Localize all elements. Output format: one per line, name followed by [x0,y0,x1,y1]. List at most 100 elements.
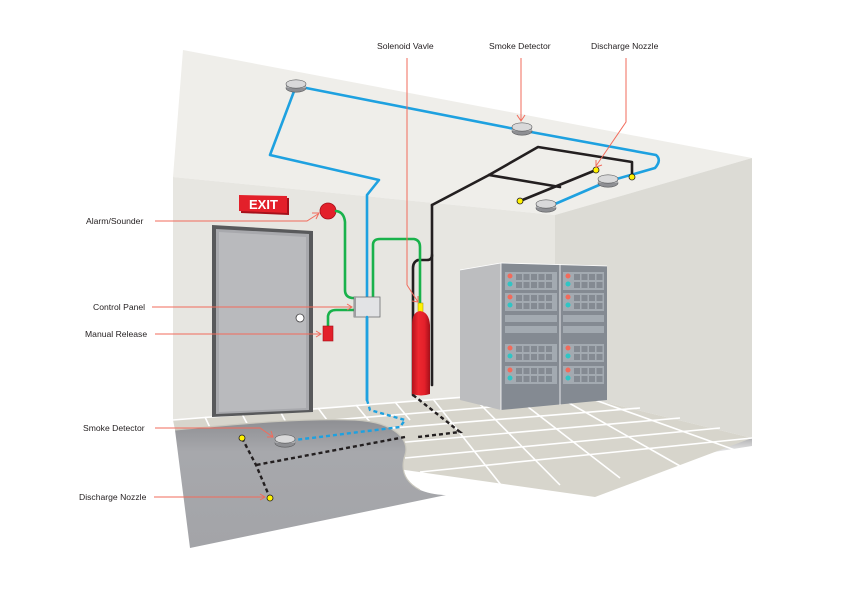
rack-slot [516,295,522,301]
rack-slot [516,376,522,382]
rack-led [565,367,571,373]
ceiling-nozzle-1 [592,166,600,174]
rack-slot [574,303,580,309]
peeled-floor-edge [174,419,421,491]
rack-slot [581,376,588,382]
exit-sign-text: EXIT [249,197,278,212]
tiled-floor [173,390,752,497]
rack-slot [546,376,552,382]
rack-slot [538,368,545,374]
labels: Solenoid Vavle Smoke Detector Discharge … [79,41,659,502]
rack-slot [574,295,580,301]
rack-slot [596,354,603,360]
rack-slot [531,376,537,382]
rack-slot [523,346,530,352]
ceiling-nozzle-2 [628,173,636,181]
rack-led [507,294,513,300]
rack-slot [589,346,595,352]
rack-led [507,345,513,351]
rack-led [565,375,571,381]
rack-slot [574,376,580,382]
rack-slot [589,295,595,301]
rack-slot [596,368,603,374]
rack-slot [516,282,522,288]
server-rack-units [505,272,604,384]
ceiling-smoke-detector-4 [535,199,557,213]
label-control-panel: Control Panel [93,302,145,312]
door-knob [295,313,305,323]
rack-slot [516,346,522,352]
rack-led [507,367,513,373]
rack-slot [523,376,530,382]
rack-slot [589,376,595,382]
rack-slot [574,274,580,280]
rack-slot [589,368,595,374]
rack-slot [531,282,537,288]
rack-slot [531,274,537,280]
rack-slot [538,376,545,382]
rack-slot [538,274,545,280]
rack-blank-panel [505,315,557,322]
rack-slot [516,368,522,374]
rack-slot [516,303,522,309]
label-discharge-nozzle-floor: Discharge Nozzle [79,492,147,502]
rack-slot [596,282,603,288]
rack-led [507,375,513,381]
rack-slot [589,282,595,288]
rack-slot [589,303,595,309]
rack-slot [581,282,588,288]
rack-slot [523,303,530,309]
rack-slot [581,303,588,309]
floor-nozzle-1 [238,434,246,442]
subfloor-cutaway [175,419,446,548]
rack-slot [581,354,588,360]
rack-slot [574,354,580,360]
rack-slot [523,354,530,360]
rack-slot [546,368,552,374]
rack-slot [596,295,603,301]
rack-led [565,294,571,300]
rack-slot [538,346,545,352]
rack-slot [538,295,545,301]
manual-release [322,325,334,342]
rack-slot [523,295,530,301]
rack-led [507,353,513,359]
rack-slot [546,282,552,288]
rack-slot [546,303,552,309]
rack-slot [538,354,545,360]
rack-slot [546,295,552,301]
floor-smoke-detector [274,434,296,448]
floor-nozzle-2 [266,494,274,502]
label-discharge-nozzle-ceiling: Discharge Nozzle [591,41,659,51]
rack-slot [546,354,552,360]
rack-slot [574,346,580,352]
rack-slot [581,346,588,352]
rack-slot [546,346,552,352]
alarm-sounder [319,202,337,220]
rack-led [565,302,571,308]
rack-slot [574,282,580,288]
rack-slot [581,274,588,280]
rack-slot [531,346,537,352]
rack-slot [596,274,603,280]
rack-slot [531,354,537,360]
rack-slot [589,274,595,280]
ceiling-smoke-detector-2 [511,122,533,136]
rack-slot [581,368,588,374]
rack-slot [523,368,530,374]
rack-slot [523,274,530,280]
exit-sign: EXIT [239,195,289,215]
rack-slot [581,295,588,301]
rack-led [507,302,513,308]
ceiling-agent-piping [411,145,634,397]
label-manual-release: Manual Release [85,329,147,339]
rack-slot [531,295,537,301]
label-smoke-detector-ceiling: Smoke Detector [489,41,551,51]
rack-led [565,345,571,351]
ceiling-detection-wiring [268,84,661,402]
rack-slot [531,303,537,309]
rack-led [565,353,571,359]
rack-slot [523,282,530,288]
rack-blank-panel [563,326,604,333]
